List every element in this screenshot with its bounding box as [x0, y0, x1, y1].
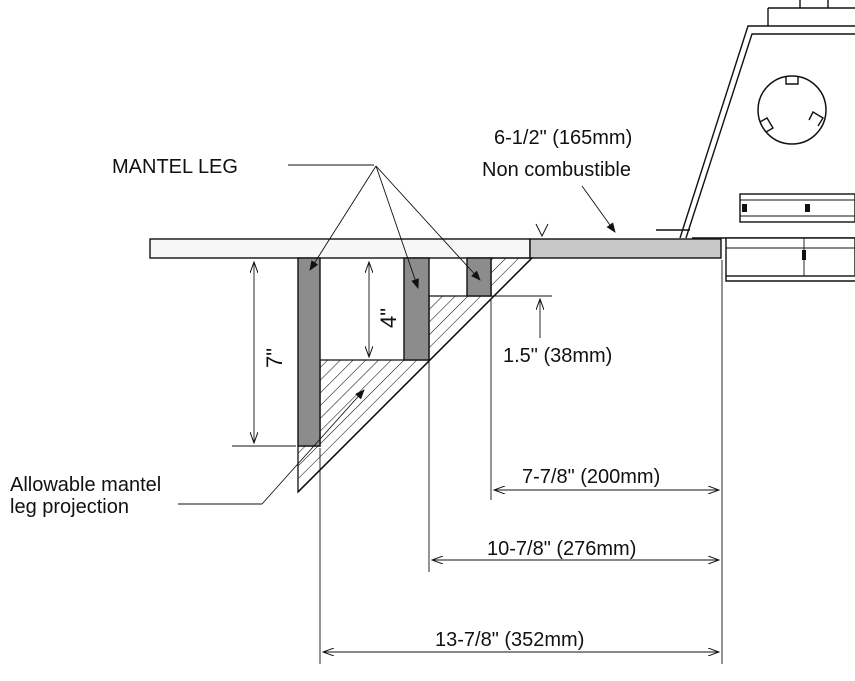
mantel-leg-7in — [297, 257, 321, 447]
non-combustible-dim-label: 6-1/2" (165mm) — [494, 127, 632, 149]
non-combustible-leader — [581, 185, 616, 233]
non-combustible-strip — [529, 238, 722, 259]
mantel-leg-leaders — [288, 164, 481, 289]
fireplace-unit — [656, 0, 855, 282]
mantel-leg-short — [466, 257, 492, 297]
section-tick-icon — [535, 223, 549, 238]
non-combustible-label: Non combustible — [482, 159, 631, 181]
dimension-1-5in — [491, 295, 552, 338]
mantel-shelf — [149, 238, 531, 259]
mantel-leg-label: MANTEL LEG — [112, 156, 238, 178]
mantel-leg-4in — [403, 257, 430, 361]
dimension-276mm-label: 10-7/8" (276mm) — [487, 538, 636, 560]
dimension-4in — [350, 262, 402, 361]
leg-4in-label: 4" — [376, 308, 401, 328]
dimension-200mm-label: 7-7/8" (200mm) — [522, 466, 660, 488]
projection-label-line1: Allowable mantel — [10, 474, 161, 496]
offset-1-5in-label: 1.5" (38mm) — [503, 345, 612, 367]
dimension-7in — [232, 257, 296, 447]
projection-label-line2: leg projection — [10, 496, 129, 518]
projection-leader — [178, 389, 365, 505]
dimension-352mm-label: 13-7/8" (352mm) — [435, 629, 584, 651]
vent-knockout-icon — [757, 75, 827, 145]
leg-7in-label: 7" — [262, 348, 287, 368]
